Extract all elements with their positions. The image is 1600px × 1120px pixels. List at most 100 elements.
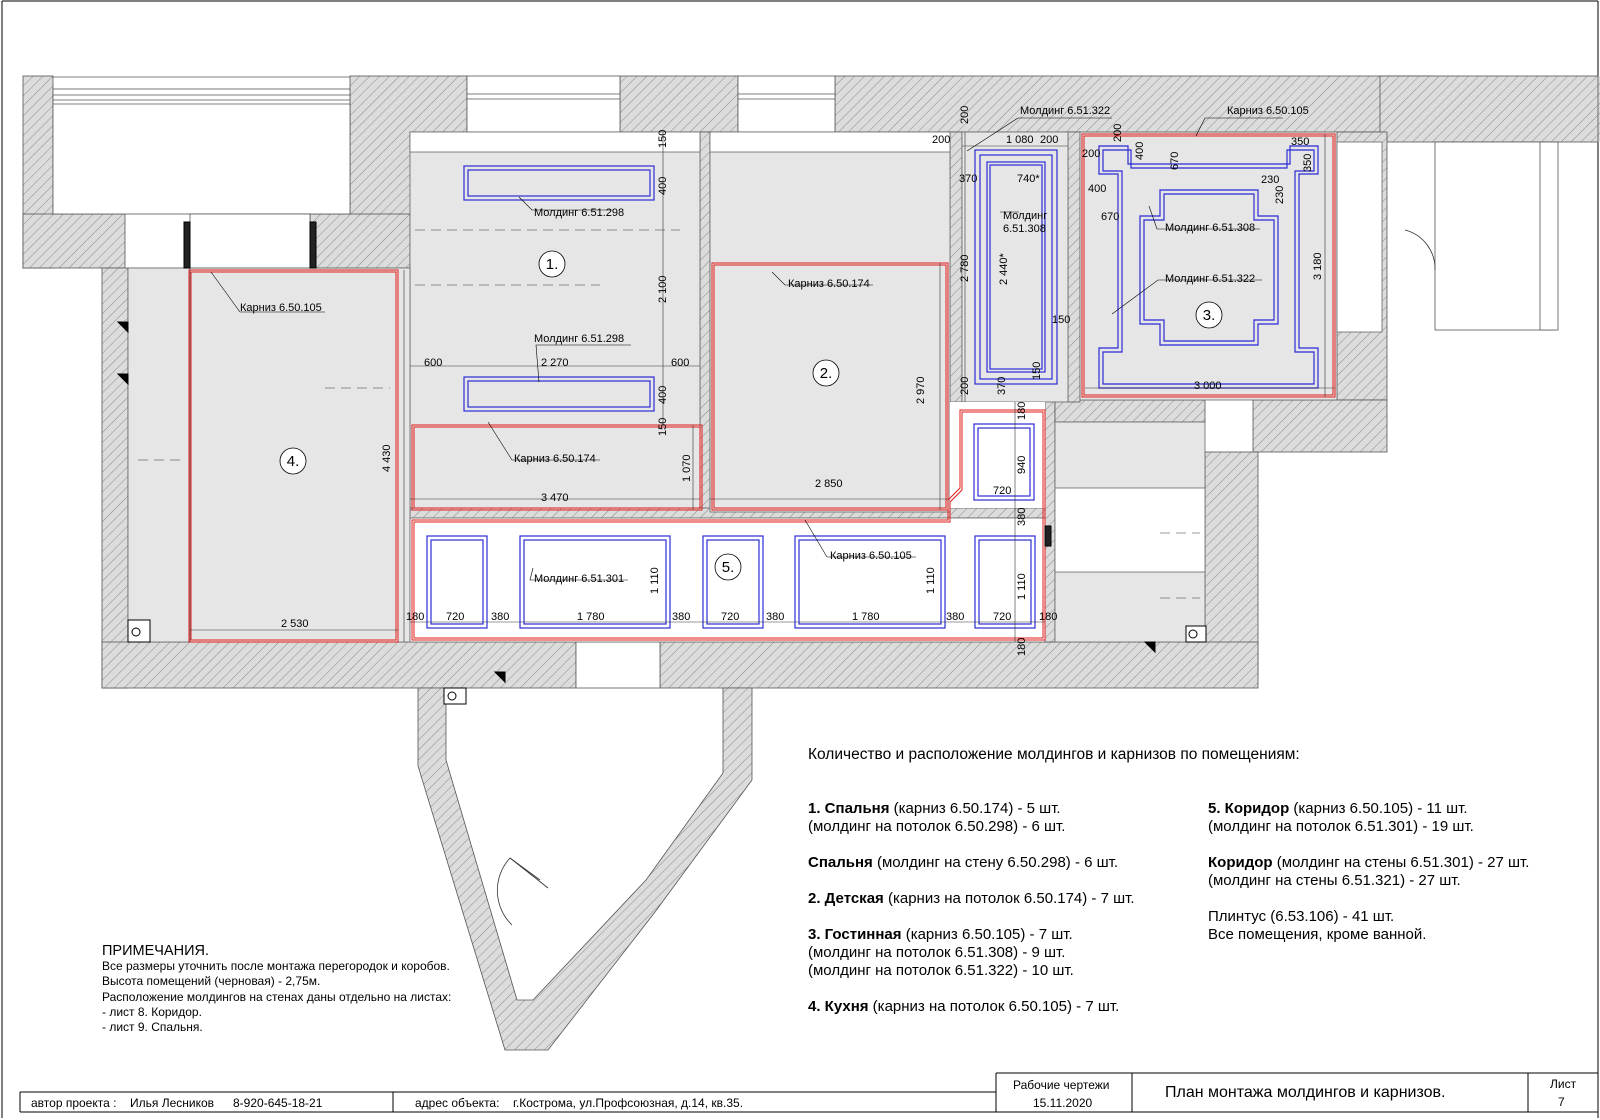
legend-detail: (молдинг на потолок 6.51.322) - 10 шт.: [808, 962, 1074, 979]
notes-title: ПРИМЕЧАНИЯ.: [102, 943, 209, 959]
dimension-value: 180: [1039, 611, 1057, 623]
room-circle: [538, 250, 566, 278]
legend-line: 1. Спальня (карниз 6.50.174) - 5 шт.: [808, 800, 1198, 818]
profile-label: Карниз 6.50.105: [830, 550, 912, 562]
dimension-value: 400: [1088, 183, 1106, 195]
legend-line: 5. Коридор (карниз 6.50.105) - 11 шт.: [1208, 800, 1588, 818]
dimension-value: 720: [721, 611, 739, 623]
room-circle: [1195, 301, 1223, 329]
legend-line: 3. Гостинная (карниз 6.50.105) - 7 шт.: [808, 926, 1198, 944]
author-phone: 8-920-645-18-21: [233, 1096, 323, 1110]
profile-label: Молдинг 6.51.298: [534, 333, 624, 345]
legend-entry: Коридор (молдинг на стены 6.51.301) - 27…: [1208, 854, 1588, 890]
legend-title: Количество и расположение молдингов и ка…: [808, 746, 1300, 763]
dimension-value: 150: [657, 130, 669, 148]
dimension-value: 600: [671, 357, 689, 369]
profile-label: Карниз 6.50.105: [1227, 105, 1309, 117]
dimension-value: 180: [1016, 402, 1028, 420]
dimension-value: 1 110: [925, 567, 937, 594]
legend-detail: (молдинг на потолок 6.51.308) - 9 шт.: [808, 944, 1066, 961]
room-number: 1.: [546, 256, 559, 273]
dimension-values: 150 400 2 100 400 150 1 070 600 2 270 60…: [281, 106, 1324, 656]
dimension-value: 200: [932, 134, 950, 146]
dimension-value: 150: [657, 418, 669, 436]
dimension-value: 2 270: [541, 357, 569, 369]
legend-line: (молдинг на потолок 6.51.322) - 10 шт.: [808, 962, 1198, 980]
dimension-value: 380: [491, 611, 509, 623]
dimension-value: 2 850: [815, 478, 843, 490]
legend-column-left: 1. Спальня (карниз 6.50.174) - 5 шт.(мол…: [808, 800, 1198, 1034]
legend-line: Коридор (молдинг на стены 6.51.301) - 27…: [1208, 854, 1588, 872]
dimension-value: 380: [766, 611, 784, 623]
legend-entry: Спальня (молдинг на стену 6.50.298) - 6 …: [808, 854, 1198, 872]
legend-line: (молдинг на стены 6.51.321) - 27 шт.: [1208, 872, 1588, 890]
author-name: Илья Лесников: [130, 1096, 215, 1110]
notes-line: Высота помещений (черновая) - 2,75м.: [102, 974, 321, 989]
molding-contours: [426, 145, 1319, 629]
dimension-value: 180: [406, 611, 424, 623]
room-number: 2.: [820, 365, 833, 382]
dimension-value: 380: [672, 611, 690, 623]
dimension-value: 350: [1302, 154, 1314, 172]
legend-detail: (молдинг на стены 6.51.321) - 27 шт.: [1208, 872, 1461, 889]
profile-label: Молдинг 6.51.301: [534, 573, 624, 585]
notes-line: - лист 9. Спальня.: [102, 1020, 203, 1035]
room-markers: [279, 250, 1223, 581]
legend-line: (молдинг на потолок 6.50.298) - 6 шт.: [808, 818, 1198, 836]
stage-label: Рабочие чертежи: [1013, 1078, 1110, 1092]
room-circle: [714, 553, 742, 581]
walls: [22, 75, 1600, 1051]
legend-room-name: 4. Кухня: [808, 998, 869, 1015]
dimension-value: 670: [1169, 152, 1181, 170]
profile-label: Молдинг: [1003, 210, 1047, 222]
address-value: г.Кострома, ул.Профсоюзная, д.14, кв.35.: [513, 1096, 744, 1110]
profile-label: Молдинг 6.51.322: [1020, 105, 1110, 117]
dimension-value: 720: [993, 485, 1011, 497]
dimension-value: 150: [1031, 362, 1043, 380]
dimension-value: 3 180: [1312, 252, 1324, 280]
dimension-value: 3 000: [1194, 380, 1222, 392]
room-number: 3.: [1203, 307, 1216, 324]
window-openings: [52, 75, 1559, 689]
legend-line: Все помещения, кроме ванной.: [1208, 926, 1588, 944]
legend-entry: Плинтус (6.53.106) - 41 шт.Все помещения…: [1208, 908, 1588, 944]
profile-labels: Молдинг 6.51.298 Молдинг 6.51.298 Карниз…: [240, 105, 1309, 585]
profile-label: Карниз 6.50.174: [788, 278, 870, 290]
legend-entry: 3. Гостинная (карниз 6.50.105) - 7 шт.(м…: [808, 926, 1198, 980]
dimension-value: 2 530: [281, 618, 309, 630]
notes-line: Все размеры уточнить после монтажа перег…: [102, 959, 450, 974]
drawing-title: План монтажа молдингов и карнизов.: [1165, 1084, 1446, 1101]
legend-entry: 5. Коридор (карниз 6.50.105) - 11 шт.(мо…: [1208, 800, 1588, 836]
dimension-value: 670: [1101, 211, 1119, 223]
legend-entry: 1. Спальня (карниз 6.50.174) - 5 шт.(мол…: [808, 800, 1198, 836]
legend-room-name: 1. Спальня: [808, 800, 890, 817]
dimension-value: 4 430: [381, 444, 393, 472]
dimension-value: 1 080: [1006, 134, 1034, 146]
dimension-value: 2 100: [657, 275, 669, 303]
leader-lines: [210, 117, 1283, 581]
legend-detail: Все помещения, кроме ванной.: [1208, 926, 1427, 943]
dimension-value: 740*: [1017, 173, 1040, 185]
dimension-value: 1 110: [1016, 573, 1028, 600]
room-number: 4.: [287, 453, 300, 470]
legend-room-name: 5. Коридор: [1208, 800, 1290, 817]
room-circle: [812, 359, 840, 387]
dimension-value: 400: [657, 177, 669, 195]
dimension-value: 200: [959, 377, 971, 395]
profile-label: 6.51.308: [1003, 223, 1046, 235]
legend-room-name: Спальня: [808, 854, 873, 871]
dimension-value: 180: [1016, 638, 1028, 656]
profile-label: Молдинг 6.51.298: [534, 207, 624, 219]
legend-column-right: 5. Коридор (карниз 6.50.105) - 11 шт. (мо…: [1208, 800, 1588, 962]
address-label: адрес объекта:: [415, 1096, 500, 1110]
dimension-value: 350: [1291, 136, 1309, 148]
sheet-number: 7: [1558, 1095, 1565, 1109]
dimension-value: 380: [946, 611, 964, 623]
legend-room-name: 2. Детская: [808, 890, 884, 907]
notes-line: - лист 8. Коридор.: [102, 1004, 202, 1019]
dimension-value: 1 070: [681, 454, 693, 482]
dimension-value: 720: [446, 611, 464, 623]
dimension-value: 2 970: [915, 376, 927, 404]
balcony-door: [496, 229, 1436, 926]
